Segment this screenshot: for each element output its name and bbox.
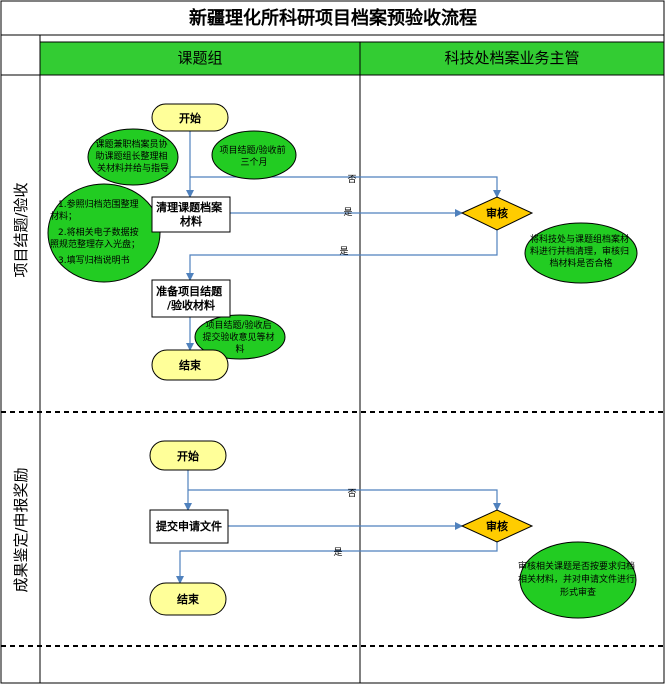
column-label-group: 课题组	[177, 49, 222, 67]
start-node-award	[149, 440, 227, 471]
process-submit-application	[149, 509, 229, 544]
end-label-acceptance: 结束	[178, 358, 202, 372]
lane1-connectors	[186, 131, 501, 351]
column-label-office: 科技处档案业务主管	[444, 49, 579, 67]
note-submit-text: 项目结题/验收后 提交验收意见等材 料	[203, 319, 278, 355]
process-submit-application-label: 提交申请文件	[156, 519, 222, 533]
edge-label-yes-2: 是	[339, 246, 348, 257]
note-time-bubble	[211, 130, 297, 180]
decision-review-acceptance-label: 审核	[486, 206, 508, 220]
process-prepare-materials	[151, 279, 231, 318]
diagram-title: 新疆理化所科研项目档案预验收流程	[189, 7, 477, 29]
note-submit-bubble	[194, 314, 286, 360]
edge-label-yes-award: 是	[333, 547, 342, 558]
decision-review-award-label: 审核	[486, 519, 508, 533]
lane-label-acceptance: 项目结题/验收	[12, 182, 30, 277]
note-steps-bubble	[47, 183, 161, 283]
decision-review-award	[460, 509, 534, 543]
decision-review-acceptance	[460, 196, 534, 231]
flow-no-loop-2	[188, 489, 501, 511]
process-prepare-materials-label: 准备项目结题 /验收材料	[156, 284, 226, 312]
note-assist-bubble	[87, 128, 179, 186]
start-label-acceptance: 开始	[179, 111, 201, 125]
lane-label-award: 成果鉴定/申报奖励	[12, 467, 30, 592]
process-clean-archive-label: 清理课题档案 材料	[156, 200, 226, 228]
edge-label-yes-1: 是	[343, 207, 352, 218]
flow-review-to-end	[176, 542, 498, 584]
column-header-group	[39, 41, 361, 76]
note-review2-text: 审核相关课题是否按要求归档 相关材料，并对申请文件进行 形式审查	[518, 560, 638, 598]
start-label-award: 开始	[177, 449, 199, 463]
end-label-award: 结束	[176, 592, 200, 606]
note-steps-text: 1.参照归档范围整理 材料； 2.将相关电子数据按 照规范整理存入光盘； 3.填…	[50, 198, 143, 266]
column-header-office	[359, 41, 665, 76]
process-clean-archive	[151, 196, 231, 233]
note-assist-text: 课题兼职档案员协 助课题组长整理相 关材料并给与指导	[96, 138, 171, 174]
note-review-text: 将科技处与课题组档案材 料进行并档清理，审核归 档材料是否合格	[530, 233, 632, 269]
start-node-acceptance	[151, 103, 229, 132]
end-node-award	[149, 582, 227, 616]
end-node-acceptance	[151, 349, 229, 381]
edge-label-no-award: 否	[347, 488, 356, 499]
note-time-text: 项目结题/验收前 三个月	[220, 144, 289, 168]
edge-label-no-1: 否	[347, 174, 356, 185]
note-review2-bubble	[519, 541, 637, 619]
lane2-connectors	[176, 470, 501, 584]
flow-no-loop	[190, 176, 501, 198]
note-review-bubble	[524, 222, 638, 284]
header-corner	[0, 34, 41, 76]
flow-review-to-prepare	[186, 230, 498, 281]
